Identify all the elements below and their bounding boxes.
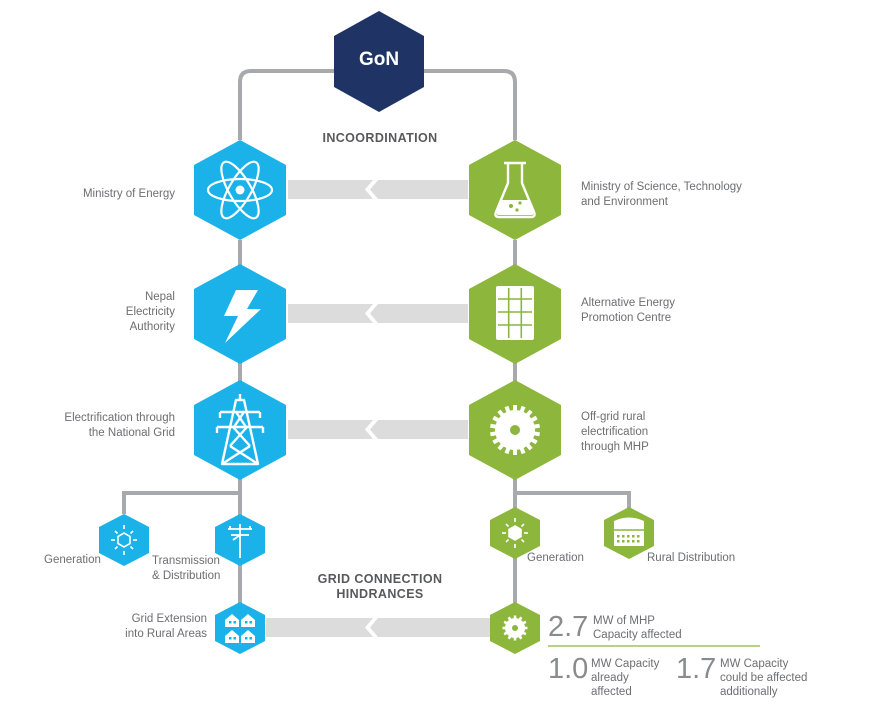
gon-hexagon [334, 11, 424, 112]
stat-already-text: MW Capacity already affected [591, 658, 660, 698]
incoordination-heading: INCOORDINATION [322, 131, 438, 145]
broken-bar-row3 [288, 420, 373, 439]
stat-could-text: MW Capacity could be affected additional… [720, 658, 808, 698]
aepc-label: Alternative Energy Promotion Centre [581, 297, 675, 324]
national-grid-label: Electrification through the National Gri… [64, 412, 175, 439]
atom-icon [206, 160, 274, 220]
right-branch-connector [515, 491, 631, 514]
right-generation-label: Generation [527, 552, 584, 564]
utility-pole-icon [228, 524, 252, 558]
building-icon [614, 517, 644, 546]
left-branch-connector [122, 491, 240, 514]
gear-wheel-icon [490, 405, 540, 455]
flask-icon [494, 161, 536, 219]
stat-already-value: 1.0 [548, 653, 589, 685]
incoordination-bars [266, 180, 490, 637]
transmission-tower-icon [215, 394, 265, 466]
lightning-bolt-icon [224, 290, 261, 343]
houses-icon [225, 614, 255, 643]
left-generation-label: Generation [44, 554, 101, 566]
broken-bar-row4 [266, 618, 373, 637]
grid-extension-hexagon [215, 602, 265, 654]
stat-could-value: 1.7 [676, 653, 717, 685]
stat-main-text: MW of MHP Capacity affected [593, 615, 682, 641]
national-grid-hexagon [194, 380, 286, 480]
broken-bar-row2-right [370, 304, 468, 323]
most-label: Ministry of Science, Technology and Envi… [581, 181, 742, 208]
broken-bar-row2 [288, 304, 373, 323]
sun-icon [502, 518, 528, 548]
grid-connection-heading: GRID CONNECTION HINDRANCES [317, 572, 443, 601]
broken-bar-row1-right [370, 180, 468, 199]
gon-right-connector [424, 69, 517, 140]
gon-label: GoN [358, 49, 400, 70]
stat-main-value: 2.7 [548, 611, 589, 643]
rural-distribution-label: Rural Distribution [647, 552, 736, 564]
solar-panel-icon [496, 286, 534, 340]
grid-extension-label: Grid Extension into Rural Areas [125, 613, 207, 640]
left-generation-hexagon [99, 514, 149, 566]
transmission-label: Transmission & Distribution [152, 555, 221, 582]
gon-left-connector [238, 69, 334, 140]
broken-bar-row4-right [370, 618, 490, 637]
ministry-of-energy-label: Ministry of Energy [82, 188, 175, 200]
most-hexagon [469, 140, 561, 240]
broken-bar-row1 [288, 180, 373, 199]
off-grid-label: Off-grid rural electrification through M… [581, 411, 649, 453]
broken-bar-row3-right [370, 420, 468, 439]
nepal-electricity-authority-label: Nepal Electricity Authority [125, 291, 175, 333]
sun-icon [111, 525, 137, 555]
gear-wheel-icon [502, 615, 528, 641]
